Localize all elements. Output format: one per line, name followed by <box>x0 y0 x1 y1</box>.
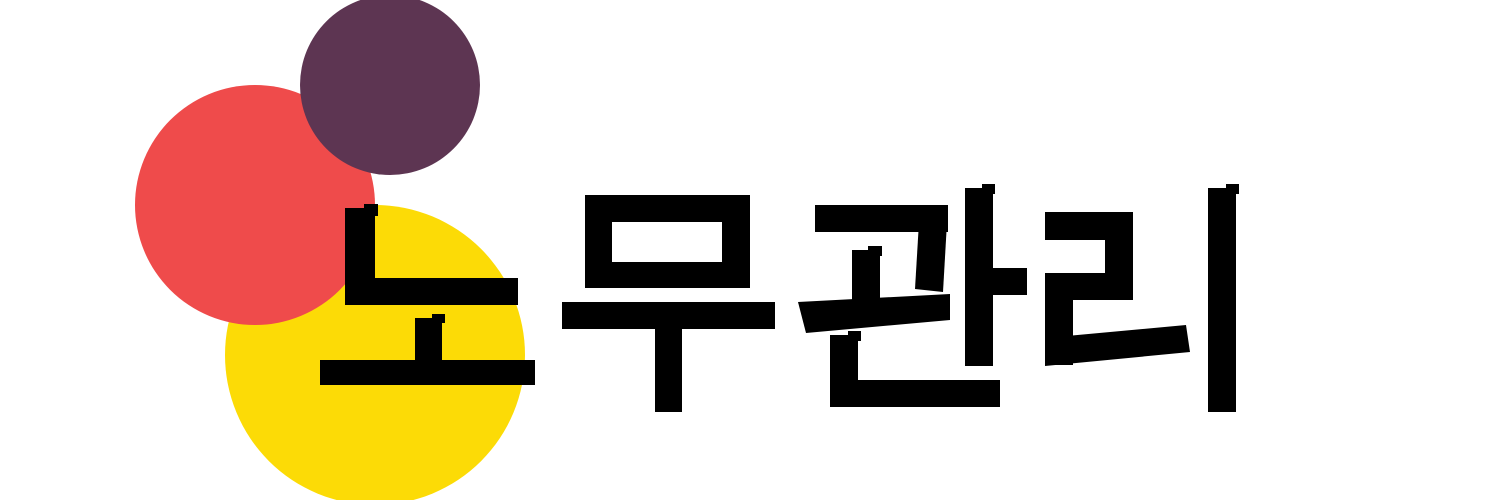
glyph-no <box>320 204 535 385</box>
glyph-gwan <box>798 184 1027 407</box>
purple-circle <box>300 0 480 175</box>
logo-circles <box>135 0 525 500</box>
glyph-mu <box>562 195 775 412</box>
glyph-ri <box>1045 184 1239 412</box>
red-circle <box>135 85 375 325</box>
logo-wordmark <box>320 184 1239 412</box>
